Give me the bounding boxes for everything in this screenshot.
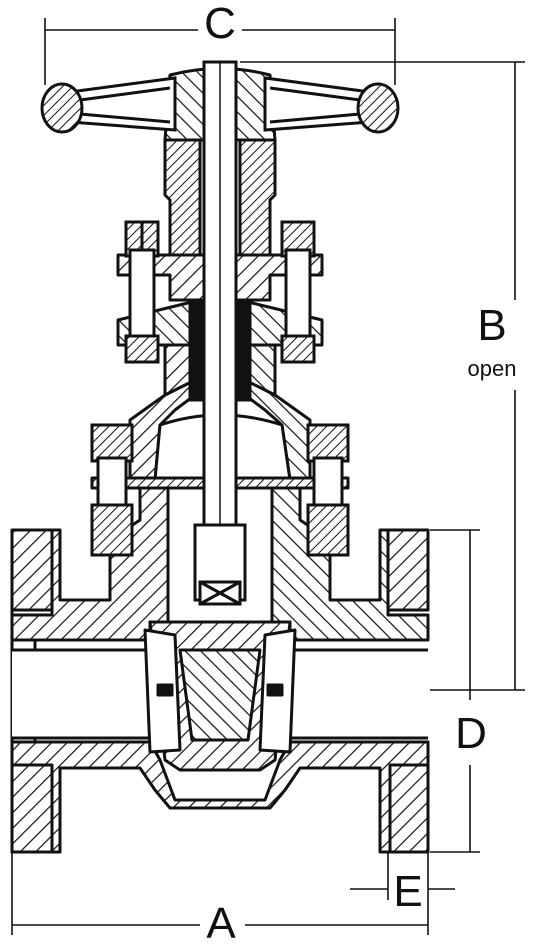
- stem: [188, 60, 252, 606]
- label-a: A: [206, 899, 236, 940]
- label-c: C: [204, 0, 236, 48]
- label-d: D: [455, 709, 487, 758]
- stem-packing-left: [188, 298, 206, 402]
- label-e: E: [393, 867, 422, 916]
- handwheel: [40, 76, 400, 134]
- label-b: B: [477, 301, 506, 350]
- right-flange: [386, 528, 430, 612]
- upper-left-bolt: [124, 220, 160, 364]
- yoke-right: [238, 133, 277, 257]
- dimension-labels: C B open D E A: [198, 0, 520, 945]
- handwheel-rim-right: [356, 82, 400, 134]
- wedge-core: [178, 648, 262, 742]
- gate-wedge: [143, 620, 297, 772]
- upper-right-bolt: [280, 220, 316, 364]
- body-lower-wall: [10, 740, 430, 854]
- lower-right-bolt: [306, 423, 350, 557]
- handwheel-rim-left: [40, 82, 84, 134]
- dimension-lines: [11, 18, 525, 935]
- left-flange: [10, 528, 54, 612]
- stem-packing-right: [234, 298, 252, 402]
- label-b-note: open: [468, 356, 517, 381]
- bolts: [90, 220, 350, 557]
- yoke-left: [163, 133, 202, 257]
- lower-left-bolt: [90, 423, 134, 557]
